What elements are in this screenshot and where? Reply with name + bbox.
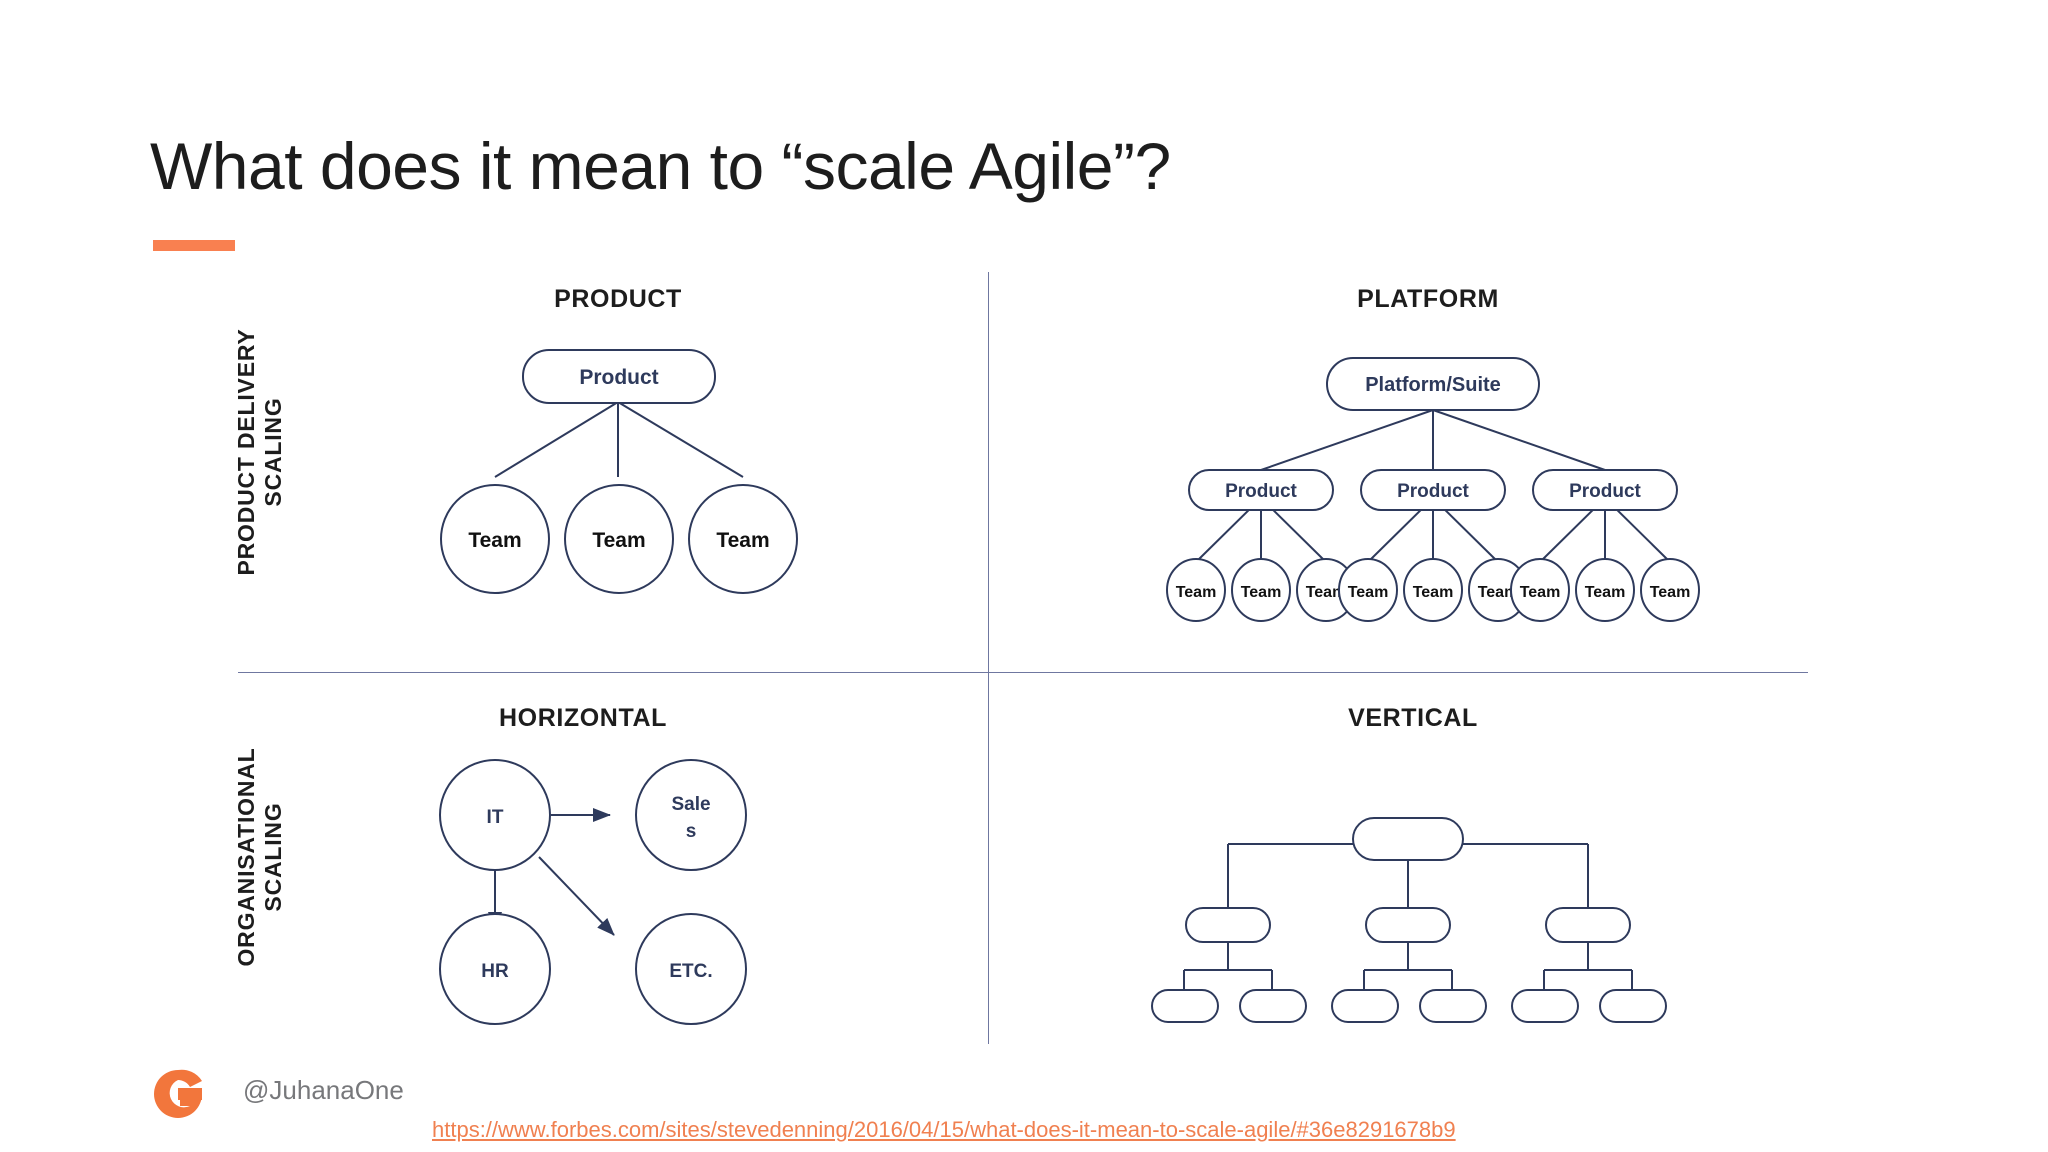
node-team [1166,558,1226,622]
node-product-root [522,349,716,404]
node-it [439,759,551,871]
node-team-label: Team [1478,584,1519,601]
node-it-label: IT [487,807,504,828]
arrow-it-to-etc [538,856,615,936]
matrix-vertical-divider [988,272,989,1044]
node-org-level3 [1151,989,1219,1023]
node-team [1640,558,1700,622]
quadrant-heading-platform: PLATFORM [1357,285,1499,313]
node-team [1575,558,1635,622]
node-team [1338,558,1398,622]
node-org-root [1352,817,1464,861]
node-team-label: Team [1306,584,1347,601]
node-team-label: Team [1650,584,1691,601]
node-product [1532,469,1678,511]
node-hr [439,913,551,1025]
row-label-organisational-scaling: ORGANISATIONAL SCALING [233,747,287,967]
node-team-label: Team [468,529,521,552]
node-team-label: Team [716,529,769,552]
node-product [1188,469,1334,511]
node-team [564,484,674,594]
social-handle: @JuhanaOne [243,1075,404,1105]
node-org-level3 [1599,989,1667,1023]
row-label-product-delivery-scaling: PRODUCT DELIVERY SCALING [233,328,287,576]
node-platform-suite-label: Platform/Suite [1365,374,1501,396]
diagram-product: Product Team Team Team [440,349,798,594]
node-org-level3 [1239,989,1307,1023]
node-team [1510,558,1570,622]
quadrant-heading-product: PRODUCT [554,285,682,313]
node-product-label: Product [1225,481,1297,502]
node-product-label: Product [1397,481,1469,502]
node-product-label: Product [1569,481,1641,502]
node-team-label: Team [1348,584,1389,601]
diagram-horizontal: IT Sale s HR ETC. [439,759,747,1025]
node-org-level3 [1419,989,1487,1023]
node-team-label: Team [1585,584,1626,601]
node-org-level2 [1365,907,1451,943]
node-team-label: Team [1176,584,1217,601]
node-team [1403,558,1463,622]
quadrant-heading-vertical: VERTICAL [1348,704,1478,732]
title-accent-bar [153,240,235,251]
quadrant-heading-horizontal: HORIZONTAL [498,704,668,732]
matrix-horizontal-divider [238,672,1808,673]
node-team-label: Team [1520,584,1561,601]
brand-logo-icon [154,1069,202,1118]
node-team-label: Team [1413,584,1454,601]
diagram-platform: Platform/Suite Product Product Product T… [1166,357,1700,622]
scaling-matrix: PRODUCT DELIVERY SCALING ORGANISATIONAL … [233,272,1808,1044]
node-org-level3 [1511,989,1579,1023]
diagram-vertical [1151,817,1667,1023]
node-etc-label: ETC. [669,961,712,982]
node-team-label: Team [1241,584,1282,601]
node-product-root-label: Product [579,366,658,389]
node-org-level3 [1331,989,1399,1023]
node-sales-label-line2: s [686,821,697,842]
node-team-label: Team [592,529,645,552]
node-team [688,484,798,594]
node-platform-suite [1326,357,1540,411]
node-hr-label: HR [481,961,509,982]
node-team [1231,558,1291,622]
node-etc [635,913,747,1025]
node-sales-label-line1: Sale [671,794,710,815]
node-sales [635,759,747,871]
node-product [1360,469,1506,511]
node-team [440,484,550,594]
source-url-link[interactable]: https://www.forbes.com/sites/stevedennin… [432,1117,1456,1142]
node-org-level2 [1185,907,1271,943]
node-org-level2 [1545,907,1631,943]
page-title: What does it mean to “scale Agile”? [150,129,1171,203]
